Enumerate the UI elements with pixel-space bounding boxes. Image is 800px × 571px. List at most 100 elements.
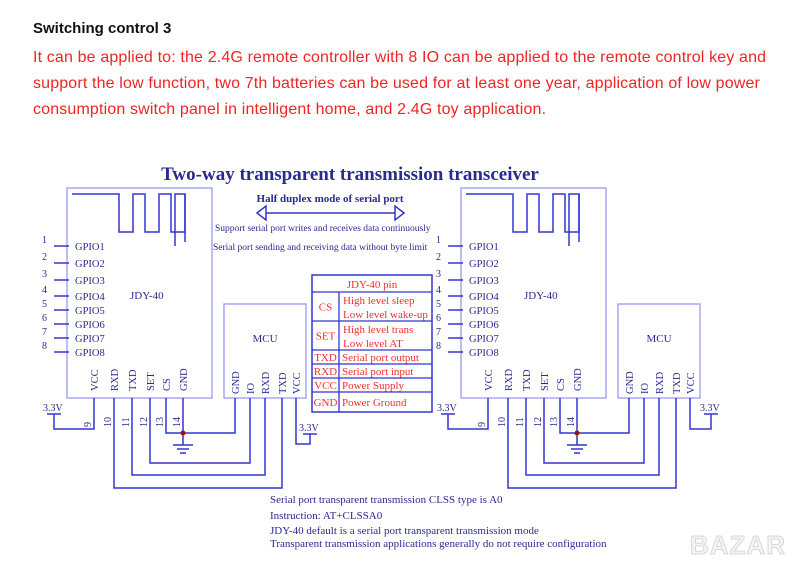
supply-3v3-label: 3.3V <box>700 403 721 414</box>
module-pin-number: 13 <box>155 417 166 427</box>
gpio-pin-number: 6 <box>436 313 441 324</box>
mcu-vcc-wire <box>295 398 311 445</box>
gpio-pin-number: 4 <box>42 285 47 296</box>
module-name: JDY-40 <box>524 290 558 302</box>
gpio-label: GPIO5 <box>75 306 105 317</box>
module-pin-label: VCC <box>484 369 495 391</box>
module-pin-number: 14 <box>172 417 183 427</box>
mcu-pin-label: GND <box>625 371 636 394</box>
gpio-label: GPIO7 <box>75 334 105 345</box>
mcu-pin-label: RXD <box>261 371 272 394</box>
pin-description: Serial port output <box>342 352 419 364</box>
mcu-pin-label: VCC <box>686 372 697 394</box>
module-pin-label: CS <box>556 378 567 391</box>
module-pin-label: RXD <box>110 368 121 391</box>
gpio-pin-number: 1 <box>436 235 441 246</box>
set-io-wire <box>543 398 645 464</box>
footer-line: Instruction: AT+CLSSA0 <box>270 510 383 522</box>
half-duplex-label: Half duplex mode of serial port <box>257 193 404 205</box>
pin-description: High level trans <box>343 324 413 336</box>
ground-icon <box>173 444 193 454</box>
gpio-pin-number: 6 <box>42 313 47 324</box>
module-pin-number: 10 <box>103 417 114 427</box>
module-pin-label: CS <box>162 378 173 391</box>
module-pin-number: 10 <box>497 417 508 427</box>
mcu-pin-label: TXD <box>278 372 289 394</box>
footer-line: Transparent transmission applications ge… <box>270 538 607 550</box>
left-transceiver: JDY-40GPIO11GPIO22GPIO33GPIO44GPIO55GPIO… <box>42 187 320 489</box>
module-pin-label: SET <box>146 372 157 391</box>
module-pin-number: 11 <box>515 417 526 427</box>
vcc-wire <box>447 398 489 430</box>
gpio-label: GPIO3 <box>469 276 499 287</box>
gpio-pin-number: 3 <box>42 269 47 280</box>
gpio-pin-number: 3 <box>436 269 441 280</box>
gpio-label: GPIO7 <box>469 334 499 345</box>
bazar-watermark-logo: BAZAR <box>690 530 786 561</box>
gpio-label: GPIO2 <box>469 259 499 270</box>
pin-name: CS <box>319 302 332 314</box>
gpio-label: GPIO4 <box>75 292 106 303</box>
pin-name: VCC <box>314 380 337 392</box>
antenna-icon <box>72 193 186 246</box>
description-paragraph: It can be applied to: the 2.4G remote co… <box>33 49 767 118</box>
junction-dot <box>180 430 186 436</box>
module-pin-label: SET <box>540 372 551 391</box>
right-transceiver: JDY-40GPIO11GPIO22GPIO33GPIO44GPIO55GPIO… <box>436 187 721 489</box>
gpio-pin-number: 1 <box>42 235 47 246</box>
junction-dot <box>574 430 580 436</box>
gpio-pin-number: 8 <box>436 341 441 352</box>
footer-notes: Serial port transparent transmission CLS… <box>270 494 607 550</box>
module-pin-label: TXD <box>522 369 533 391</box>
pin-table-header: JDY-40 pin <box>347 279 398 291</box>
pin-description: Power Ground <box>342 397 407 409</box>
cs-gnd-wire <box>165 398 236 434</box>
gpio-label: GPIO8 <box>75 348 105 359</box>
module-pin-number: 9 <box>83 422 94 427</box>
txd-rxd-wire <box>525 398 660 476</box>
ground-icon <box>567 444 587 454</box>
txd-rxd-wire <box>131 398 266 476</box>
module-pin-number: 9 <box>477 422 488 427</box>
gpio-pin-number: 7 <box>436 327 441 338</box>
mcu-label: MCU <box>252 333 277 345</box>
pin-name: GND <box>314 397 338 409</box>
vcc-wire <box>53 398 95 430</box>
pin-description: Low level AT <box>343 338 403 350</box>
mcu-vcc-wire <box>689 398 712 430</box>
gpio-pin-number: 2 <box>436 252 441 263</box>
mcu-pin-label: TXD <box>672 372 683 394</box>
gpio-label: GPIO6 <box>469 320 499 331</box>
rxd-txd-wire <box>113 398 283 489</box>
section-heading: Switching control 3 <box>33 20 172 37</box>
set-io-wire <box>149 398 251 464</box>
pin-description: Serial port input <box>342 366 414 378</box>
module-pin-number: 12 <box>139 417 150 427</box>
module-pin-label: GND <box>179 368 190 391</box>
module-pin-label: RXD <box>504 368 515 391</box>
module-pin-number: 13 <box>549 417 560 427</box>
mcu-pin-label: IO <box>640 383 651 394</box>
gpio-label: GPIO3 <box>75 276 105 287</box>
gpio-pin-number: 4 <box>436 285 441 296</box>
gpio-label: GPIO5 <box>469 306 499 317</box>
note-no-byte-limit: Serial port sending and receiving data w… <box>213 243 428 253</box>
mcu-pin-label: GND <box>231 371 242 394</box>
gpio-pin-number: 2 <box>42 252 47 263</box>
module-pin-label: TXD <box>128 369 139 391</box>
module-pin-number: 14 <box>566 417 577 427</box>
mcu-pin-label: RXD <box>655 371 666 394</box>
gpio-pin-number: 8 <box>42 341 47 352</box>
pin-description: Power Supply <box>342 380 405 392</box>
jdy40-module-box <box>460 187 607 399</box>
module-pin-number: 12 <box>533 417 544 427</box>
pin-description: High level sleep <box>343 295 415 307</box>
gpio-label: GPIO4 <box>469 292 500 303</box>
cs-gnd-wire <box>559 398 630 434</box>
gpio-pin-number: 5 <box>42 299 47 310</box>
pin-name: RXD <box>314 366 337 378</box>
module-pin-label: GND <box>573 368 584 391</box>
